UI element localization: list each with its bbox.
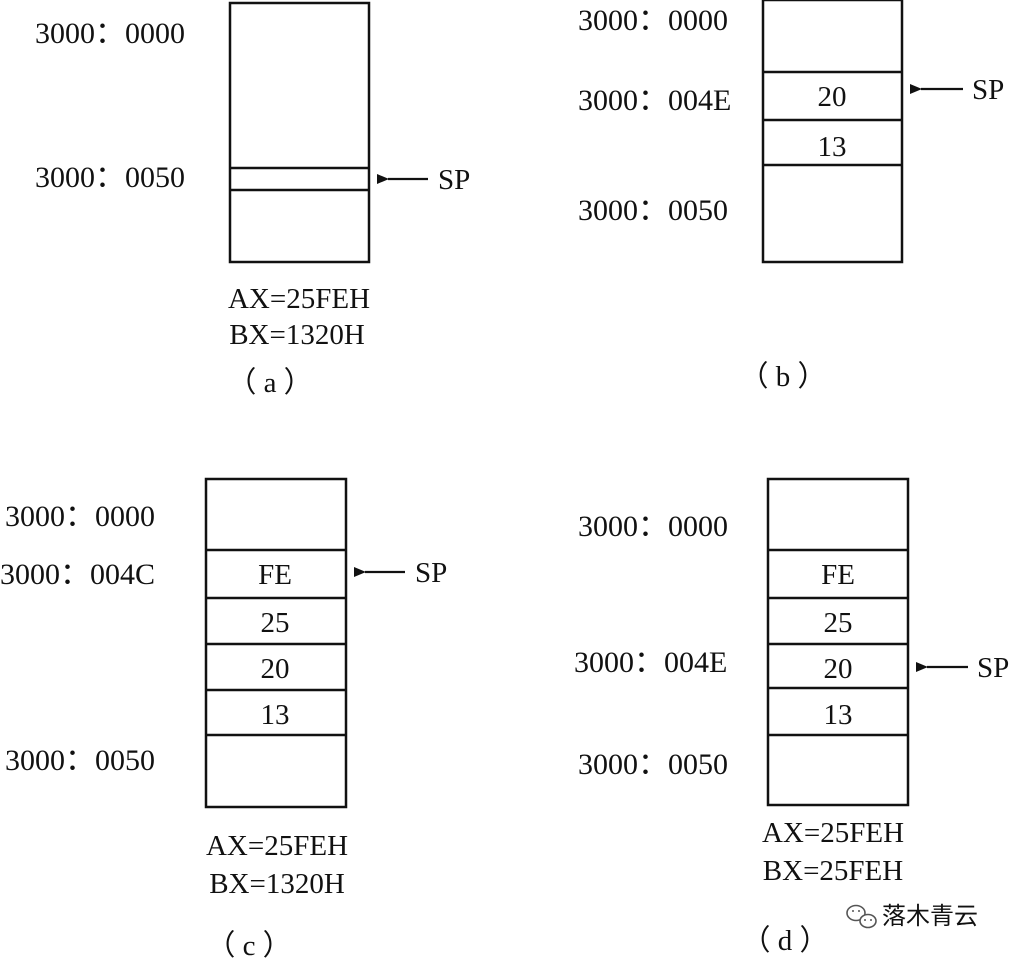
register-bx: BX=1320H: [209, 868, 345, 900]
stack-cell-value: 25: [824, 607, 853, 639]
panel-d: FE 25 20 13 3000：0000 3000：004E 3000：005…: [574, 477, 1009, 957]
register-ax: AX=25FEH: [228, 283, 370, 315]
stack-cell-value: FE: [258, 559, 292, 591]
watermark-text: 落木青云: [882, 903, 978, 930]
address-label-bottom: 3000：0050: [578, 748, 728, 781]
stack-cell-value: FE: [821, 559, 855, 591]
panel-a: 3000：0000 3000：0050 SP AX=25FEH BX=1320H…: [35, 1, 470, 399]
stack-cell-value: 13: [818, 131, 847, 163]
address-label-sp: 3000：004E: [578, 84, 731, 117]
wechat-icon: [846, 904, 877, 929]
sp-label: SP: [977, 652, 1009, 684]
stack-box: [761, 0, 904, 264]
address-label-top: 3000：0000: [5, 500, 155, 533]
stack-cell-value: 20: [824, 653, 853, 685]
sp-label: SP: [415, 557, 447, 589]
register-ax: AX=25FEH: [762, 817, 904, 849]
panel-caption: （ b ）: [739, 361, 826, 393]
stack-box: [228, 1, 371, 264]
address-label-bottom: 3000：0050: [5, 744, 155, 777]
stack-cell-value: 20: [261, 653, 290, 685]
panel-caption: （ c ）: [206, 930, 291, 960]
address-label-top: 3000：0000: [578, 510, 728, 543]
panel-caption: （ a ）: [227, 367, 312, 399]
panel-b: 20 13 3000：0000 3000：004E 3000：0050 SP （…: [578, 0, 1004, 393]
address-label-sp: 3000：004C: [0, 558, 155, 591]
register-ax: AX=25FEH: [206, 830, 348, 862]
stack-box: [766, 477, 910, 807]
sp-label: SP: [438, 164, 470, 196]
register-bx: BX=1320H: [229, 319, 365, 351]
stack-cell-value: 13: [824, 699, 853, 731]
watermark: 落木青云: [846, 903, 978, 930]
address-label-bottom: 3000：0050: [35, 161, 185, 194]
stack-cell-value: 20: [818, 81, 847, 113]
register-bx: BX=25FEH: [763, 855, 903, 887]
address-label-top: 3000：0000: [578, 4, 728, 37]
panel-c: FE 25 20 13 3000：0000 3000：004C 3000：005…: [0, 477, 447, 960]
sp-label: SP: [972, 74, 1004, 106]
address-label-sp: 3000：004E: [574, 646, 727, 679]
stack-cell-value: 25: [261, 607, 290, 639]
stack-cell-value: 13: [261, 699, 290, 731]
panel-caption: （ d ）: [741, 925, 828, 957]
address-label-top: 3000：0000: [35, 17, 185, 50]
address-label-bottom: 3000：0050: [578, 194, 728, 227]
